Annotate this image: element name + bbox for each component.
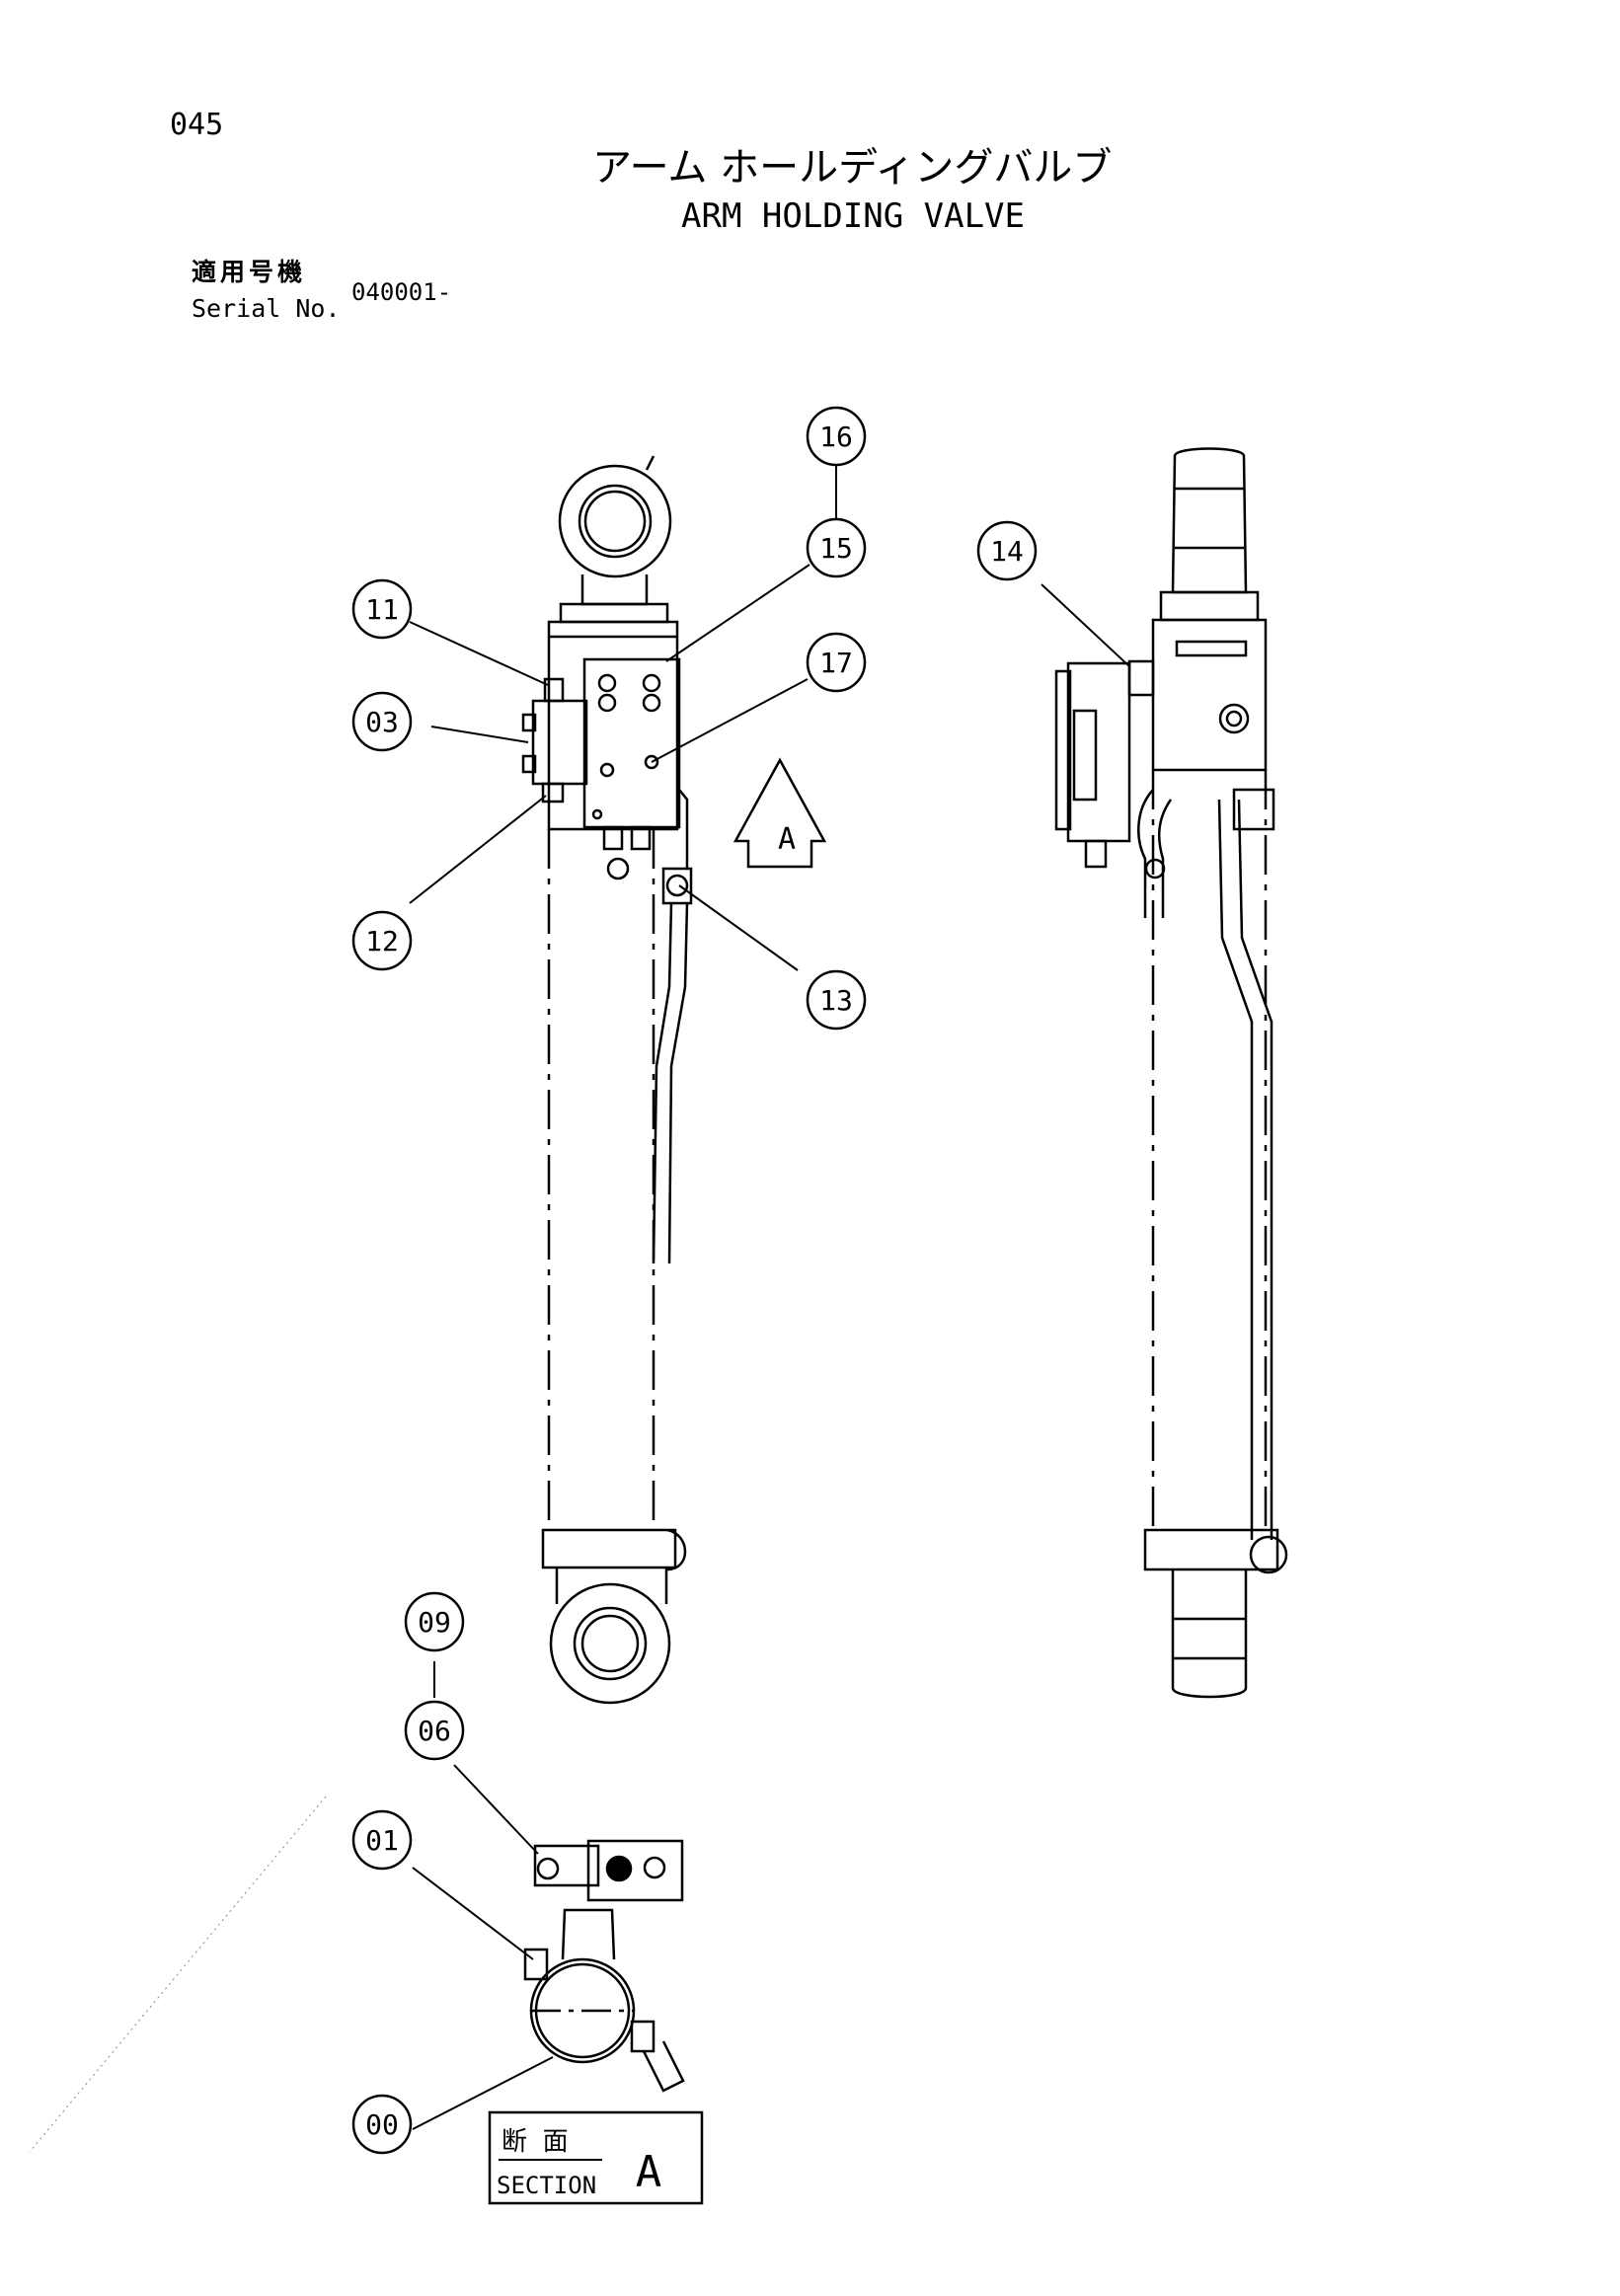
section-label-letter: A [636, 2147, 662, 2197]
callout-circle-13 [806, 969, 867, 1031]
callout-circle-15 [806, 517, 867, 578]
leader-lines [409, 466, 1131, 2130]
section-label-japanese: 断 面 [501, 2127, 569, 2157]
right-cylinder-assembly [1054, 447, 1288, 1699]
callout-circle-03 [351, 691, 413, 752]
section-a-detail [523, 1839, 685, 2093]
callout-15: 15 [819, 532, 853, 565]
callout-11: 11 [365, 593, 399, 626]
callout-circle-00 [351, 2094, 413, 2155]
callout-17: 17 [819, 647, 853, 679]
section-label-box [488, 2110, 704, 2205]
page-number: 045 [170, 108, 224, 142]
callout-circle-11 [351, 578, 413, 640]
title-japanese: アーム ホールディングバルブ [592, 145, 1113, 191]
callout-09: 09 [418, 1606, 451, 1639]
callout-labels: 16 15 17 14 11 03 12 13 09 06 01 00 [365, 421, 1024, 2141]
title-english: ARM HOLDING VALVE [681, 196, 1025, 236]
callout-12: 12 [365, 925, 399, 957]
callout-bubbles [351, 406, 1038, 2155]
callout-03: 03 [365, 706, 399, 738]
callout-circle-09 [404, 1591, 465, 1652]
callout-circle-06 [404, 1700, 465, 1761]
callout-16: 16 [819, 421, 853, 453]
callout-circle-16 [806, 406, 867, 467]
view-arrow-letter: A [778, 822, 796, 857]
serial-label-japanese: 適用号機 [192, 258, 307, 286]
callout-circle-17 [806, 632, 867, 693]
section-label-english: SECTION [497, 2172, 596, 2199]
callout-circle-01 [351, 1809, 413, 1871]
callout-13: 13 [819, 984, 853, 1017]
callout-00: 00 [365, 2108, 399, 2141]
callout-06: 06 [418, 1715, 451, 1747]
serial-label-english: Serial No. [192, 294, 341, 323]
serial-number-value: 040001- [351, 278, 452, 306]
callout-01: 01 [365, 1824, 399, 1857]
callout-circle-14 [976, 520, 1038, 581]
callout-14: 14 [990, 535, 1024, 568]
view-arrow-a [733, 757, 827, 869]
left-cylinder-assembly [521, 455, 693, 1705]
callout-circle-12 [351, 910, 413, 971]
